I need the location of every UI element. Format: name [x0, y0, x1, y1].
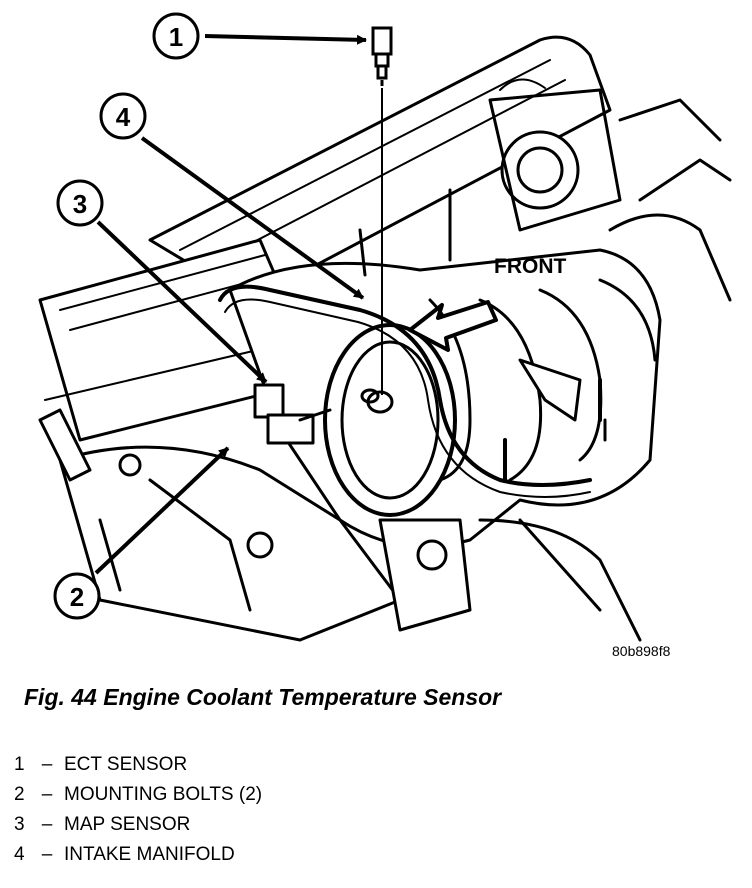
legend-label: MOUNTING BOLTS (2): [64, 784, 263, 805]
legend-number: 3: [14, 814, 25, 835]
legend: 1–ECT SENSOR 2–MOUNTING BOLTS (2) 3–MAP …: [14, 754, 262, 874]
callout-1-leader: [204, 34, 367, 45]
legend-number: 2: [14, 784, 25, 805]
callout-3-number: 3: [73, 189, 87, 219]
figure-caption: Fig. 44 Engine Coolant Temperature Senso…: [24, 684, 502, 710]
engine-illustration: [38, 35, 732, 642]
legend-label: ECT SENSOR: [64, 754, 188, 775]
figure-code: 80b898f8: [612, 643, 671, 659]
legend-item: 3–MAP SENSOR: [14, 814, 262, 844]
front-arrow-icon: [408, 300, 498, 352]
legend-number: 4: [14, 844, 25, 865]
legend-dash: –: [41, 784, 53, 805]
legend-dash: –: [41, 754, 53, 775]
legend-item: 2–MOUNTING BOLTS (2): [14, 784, 262, 814]
callout-1: 1: [152, 12, 200, 60]
callout-4-leader: [140, 136, 365, 300]
callout-3-leader: [96, 220, 268, 384]
callout-1-number: 1: [169, 22, 183, 52]
legend-dash: –: [41, 814, 53, 835]
engine-diagram: FRONT 1 4 3 2: [38, 12, 732, 642]
front-label: FRONT: [494, 255, 566, 278]
legend-label: MAP SENSOR: [64, 814, 191, 835]
callout-4-number: 4: [116, 102, 131, 132]
legend-item: 1–ECT SENSOR: [14, 754, 262, 784]
legend-label: INTAKE MANIFOLD: [64, 844, 235, 865]
callout-3: 3: [56, 179, 104, 227]
legend-dash: –: [41, 844, 53, 865]
legend-item: 4–INTAKE MANIFOLD: [14, 844, 262, 874]
callout-4: 4: [99, 92, 147, 140]
ect-sensor-icon: [371, 26, 393, 86]
legend-number: 1: [14, 754, 25, 775]
callout-2: 2: [53, 572, 101, 620]
callout-2-leader: [94, 446, 230, 575]
callout-2-number: 2: [70, 582, 84, 612]
